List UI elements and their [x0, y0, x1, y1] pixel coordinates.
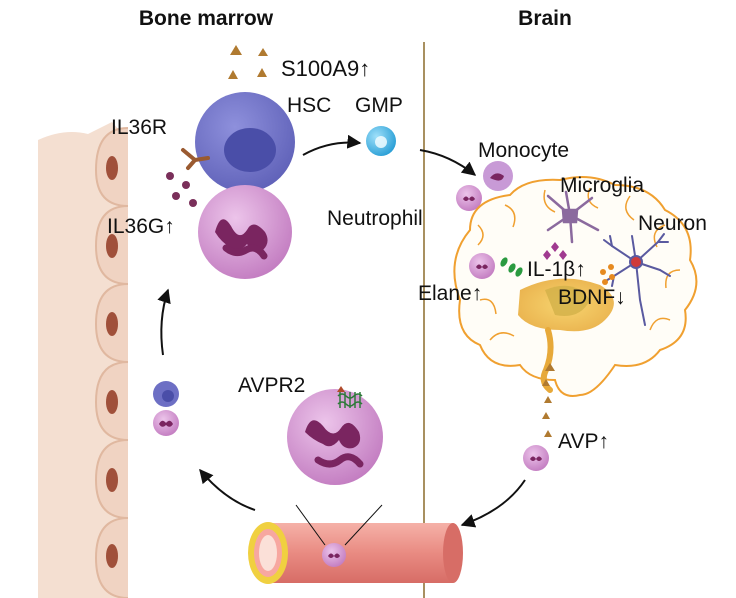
s100a9-label: S100A9↑: [281, 56, 370, 81]
marrow-neutrophil-cell: [198, 185, 292, 279]
avp-neutrophil-cell: [523, 445, 549, 471]
bdnf-orange-particles: [600, 264, 615, 285]
bone-cells: [94, 127, 129, 598]
neutrophil-label: Neutrophil: [327, 207, 423, 230]
header-bone-marrow: Bone marrow: [139, 7, 274, 30]
microglia-diamonds: [543, 242, 567, 260]
header-brain: Brain: [518, 7, 572, 30]
il36g-ligand-dots: [166, 172, 197, 207]
brain-outline: [453, 175, 698, 397]
hsc-label: HSC: [287, 94, 331, 117]
avpr2-neutrophil-cell: [287, 386, 383, 485]
gmp-label: GMP: [355, 94, 403, 117]
avp-label: AVP↑: [558, 430, 609, 453]
monocyte-cell: [483, 161, 513, 191]
il36r-label: IL36R: [111, 116, 167, 139]
bdnf-label: BDNF↓: [558, 286, 626, 309]
arrow-up-left: [157, 288, 171, 356]
bone-column: [38, 122, 129, 598]
arrow-gmp-to-monocyte: [419, 149, 477, 176]
avpr2-label: AVPR2: [238, 374, 305, 397]
elane-label: Elane↑: [418, 282, 482, 305]
avp-triangles: [542, 363, 555, 437]
blood-vessel: [248, 504, 463, 584]
il36g-label: IL36G↑: [107, 215, 175, 238]
circulating-hsc-cell: [153, 381, 179, 407]
arrow-hsc-to-gmp: [302, 134, 362, 156]
hsc-cell: [195, 92, 295, 192]
arrow-brain-to-vessel: [460, 479, 526, 528]
vessel-neutrophil-cell: [322, 543, 346, 567]
neuron-label: Neuron: [638, 212, 707, 235]
arrow-vessel-to-marrow: [199, 468, 256, 511]
elane-neutrophil-cell: [469, 253, 495, 279]
il1b-label: IL-1β↑: [527, 258, 586, 281]
il36r-receptor-icon: [181, 148, 210, 170]
microglia-cell-icon: [546, 190, 600, 244]
gmp-cell: [366, 126, 396, 156]
microglia-label: Microglia: [560, 174, 644, 197]
circulating-neutrophil-cell: [153, 410, 179, 436]
il1b-green-particles: [500, 257, 523, 277]
brain-neutrophil-cell: [456, 185, 482, 211]
monocyte-label: Monocyte: [478, 139, 569, 162]
neuron-cell-icon: [603, 233, 671, 326]
avpr2-receptor-icon: [337, 392, 363, 408]
